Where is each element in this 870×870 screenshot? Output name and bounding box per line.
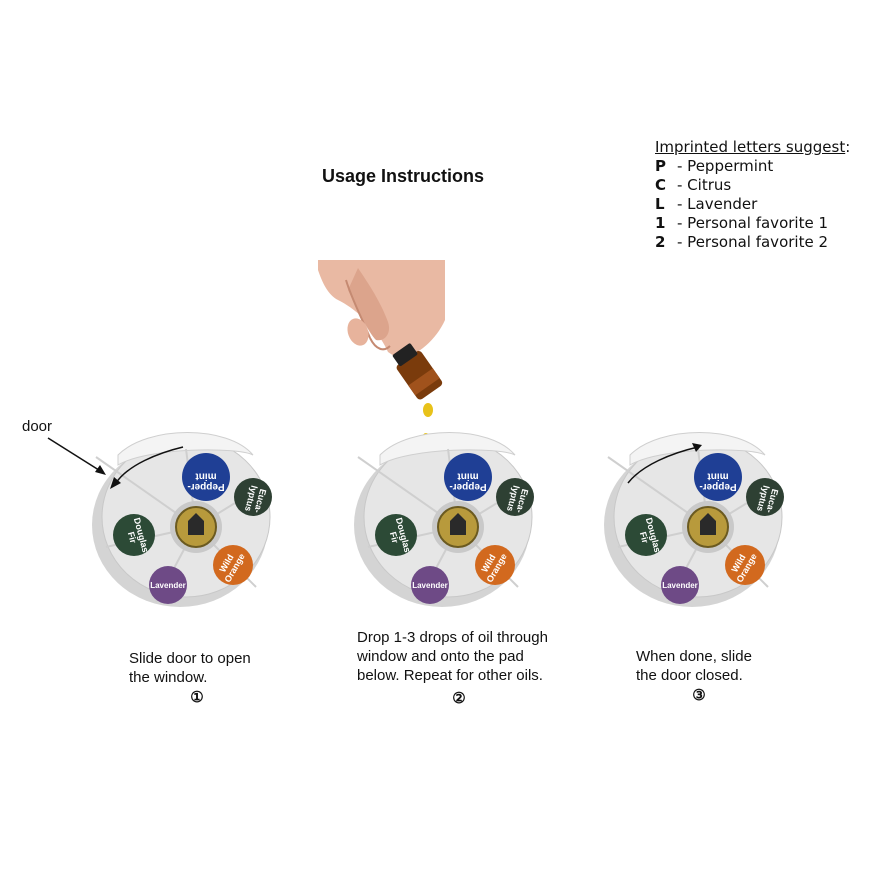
device-door <box>379 432 516 466</box>
pad-label-line: Lavender <box>150 581 186 590</box>
douglas-fir-pad <box>375 514 417 556</box>
slide-arrow <box>627 446 699 484</box>
step-line: Drop 1-3 drops of oil through <box>357 629 548 646</box>
step-3-text: When done, slide the door closed. <box>636 647 752 685</box>
legend-item: 2 - Personal favorite 2 <box>655 233 850 252</box>
device-door <box>117 432 254 466</box>
slide-arrow-head <box>692 443 702 452</box>
eucalyptus-pad <box>496 478 534 516</box>
legend-label: - Citrus <box>677 176 732 194</box>
page-title: Usage Instructions <box>322 166 485 186</box>
window-opening-icon <box>188 513 204 535</box>
pad-label-line: mint <box>707 471 729 482</box>
step-1-text: Slide door to open the window. <box>129 649 251 687</box>
pad-label-line: mint <box>457 471 479 482</box>
wild-orange-pad <box>213 545 253 585</box>
lavender-pad <box>149 566 187 604</box>
legend-label: - Lavender <box>677 195 758 213</box>
slide-arrow <box>115 446 184 484</box>
slide-arrow-head <box>110 477 121 489</box>
legend-label: - Personal favorite 2 <box>677 233 828 251</box>
lavender-pad <box>411 566 449 604</box>
legend-item: 1 - Personal favorite 1 <box>655 214 850 233</box>
peppermint-label: Pepper-mint <box>187 471 224 493</box>
step-line: window and onto the pad <box>357 648 524 665</box>
lavender-label: Lavender <box>412 581 448 590</box>
pad-label-line: Pepper- <box>449 481 486 492</box>
legend-key: L <box>655 195 665 213</box>
lavender-label: Lavender <box>662 581 698 590</box>
diffuser-device-step-2: Pepper-mintEuca-lyptusDouglasFirWildOran… <box>354 432 534 607</box>
step-line: When done, slide <box>636 648 752 665</box>
diffuser-device-step-3: Pepper-mintEuca-lyptusDouglasFirWildOran… <box>604 432 784 607</box>
legend-key: 2 <box>655 233 666 251</box>
oil-drop <box>423 403 433 417</box>
legend-item: L - Lavender <box>655 195 850 214</box>
legend-heading-suffix: : <box>845 138 851 156</box>
pad-label-line: Fir <box>388 531 401 545</box>
door-pointer-arrow <box>47 437 106 475</box>
peppermint-pad <box>182 453 230 501</box>
lavender-pad <box>661 566 699 604</box>
pad-label-line: Fir <box>126 531 139 545</box>
step-line: the window. <box>129 669 208 686</box>
pad-label-line: Lavender <box>662 581 698 590</box>
step-line: below. Repeat for other oils. <box>357 667 543 684</box>
hand-with-oil-bottle-image <box>318 260 445 443</box>
peppermint-pad <box>694 453 742 501</box>
legend-label: - Personal favorite 1 <box>677 214 828 232</box>
pad-label-line: Pepper- <box>699 481 736 492</box>
legend-key: P <box>655 157 666 175</box>
douglas-fir-pad <box>625 514 667 556</box>
pad-label-line: Fir <box>638 531 651 545</box>
peppermint-label: Pepper-mint <box>699 471 736 493</box>
window-opening-icon <box>450 513 466 535</box>
lavender-label: Lavender <box>150 581 186 590</box>
door-label: door <box>22 418 53 435</box>
wild-orange-pad <box>725 545 765 585</box>
peppermint-pad <box>444 453 492 501</box>
pad-label-line: mint <box>195 471 217 482</box>
peppermint-label: Pepper-mint <box>449 471 486 493</box>
legend-item: P - Peppermint <box>655 157 850 176</box>
pad-label-line: Pepper- <box>187 481 224 492</box>
legend-key: C <box>655 176 667 194</box>
legend-key: 1 <box>655 214 666 232</box>
legend-heading: Imprinted letters suggest <box>655 138 846 156</box>
diffuser-device-step-1: Pepper-mintEuca-lyptusDouglasFirWildOran… <box>92 432 272 607</box>
step-1-number: ① <box>190 689 204 706</box>
wild-orange-pad <box>475 545 515 585</box>
step-line: Slide door to open <box>129 650 251 667</box>
step-3-number: ③ <box>692 687 706 704</box>
douglas-fir-pad <box>113 514 155 556</box>
legend-heading-line: Imprinted letters suggest: <box>655 138 850 157</box>
pad-label-line: Lavender <box>412 581 448 590</box>
legend: Imprinted letters suggest: P - Peppermint… <box>655 138 850 252</box>
step-line: the door closed. <box>636 667 743 684</box>
window-opening-icon <box>700 513 716 535</box>
step-2-text: Drop 1-3 drops of oil through window and… <box>357 628 548 685</box>
eucalyptus-pad <box>746 478 784 516</box>
step-2-number: ② <box>452 690 466 707</box>
legend-label: - Peppermint <box>677 157 774 175</box>
legend-item: C - Citrus <box>655 176 850 195</box>
eucalyptus-pad <box>234 478 272 516</box>
